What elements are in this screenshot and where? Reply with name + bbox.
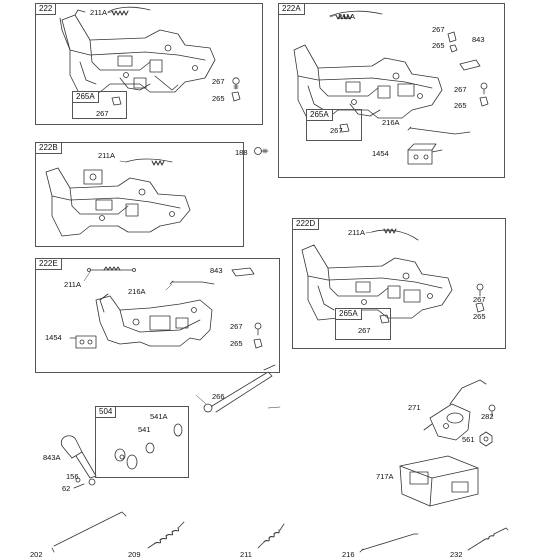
callout-267: 267 (358, 326, 371, 335)
parts-504 (114, 423, 183, 470)
callout-216: 216 (342, 550, 355, 559)
panel-tag-222A: 222A (278, 3, 305, 15)
callout-267: 267 (230, 322, 243, 331)
parts-222A-right (447, 31, 489, 107)
subpanel-tag-265A: 265A (72, 91, 99, 103)
callout-561: 561 (462, 435, 475, 444)
subpanel-265A-222A: 265A (306, 109, 362, 141)
nut-561 (479, 431, 493, 447)
spring-211 (257, 523, 285, 549)
callout-202: 202 (30, 550, 43, 559)
spring-211A-222 (107, 6, 151, 16)
subpanel-tag-265A: 265A (335, 308, 362, 320)
subpanel-tag-265A: 265A (306, 109, 333, 121)
panel-tag-222E: 222E (35, 258, 62, 270)
callout-265: 265 (212, 94, 225, 103)
panel-222B: 222B (35, 142, 244, 247)
spring-211A-222D (371, 228, 419, 241)
callout-265: 265 (230, 339, 243, 348)
callout-216A: 216A (382, 118, 400, 127)
callout-62: 62 (62, 484, 71, 493)
panel-222: 222 265A (35, 3, 263, 125)
callout-188: 188 (235, 148, 248, 157)
callout-266: 266 (212, 392, 225, 401)
callout-843A: 843A (43, 453, 61, 462)
callout-271: 271 (408, 403, 421, 412)
callout-265: 265 (432, 41, 445, 50)
callout-265: 265 (473, 312, 486, 321)
screw-267-222 (232, 77, 240, 90)
clip-267-222A-sub (339, 123, 350, 133)
screw-282 (488, 404, 496, 418)
callout-267: 267 (454, 85, 467, 94)
panel-tag-222B: 222B (35, 142, 62, 154)
callout-267: 267 (330, 126, 343, 135)
part-843-222E (231, 267, 255, 277)
callout-265: 265 (454, 101, 467, 110)
callout-211: 211 (240, 550, 252, 559)
callout-1454: 1454 (45, 333, 62, 342)
panel-tag-222: 222 (35, 3, 57, 15)
panel-tag-222D: 222D (292, 218, 320, 230)
rod-216 (359, 533, 419, 553)
callout-843: 843 (210, 266, 223, 275)
callout-282: 282 (481, 412, 494, 421)
callout-541A: 541A (150, 412, 168, 421)
leader-lines (83, 10, 373, 409)
panel-222D: 222D 265A (292, 218, 506, 349)
panel-504: 504 (95, 406, 189, 478)
callout-211A: 211A (98, 151, 115, 160)
callout-843: 843 (472, 35, 485, 44)
callout-211A: 211A (64, 280, 81, 289)
subpanel-265A-222D: 265A (335, 308, 391, 340)
panel-222A: 222A 265A (278, 3, 505, 178)
callout-211A: 211A (90, 8, 107, 17)
bracket-assembly-222B (45, 167, 191, 237)
parts-222E-right (253, 322, 263, 349)
spring-211A-222B (125, 158, 173, 166)
callout-232: 232 (450, 550, 463, 559)
callout-541: 541 (138, 425, 151, 434)
part-1454-222A (407, 143, 443, 165)
callout-267: 267 (212, 77, 225, 86)
shaft-266 (203, 364, 276, 413)
clip-265-222 (231, 91, 241, 102)
callout-267: 267 (473, 295, 486, 304)
spring-209 (147, 521, 185, 549)
callout-216A: 216A (128, 287, 146, 296)
spring-211A-222A (329, 10, 383, 20)
bracket-assembly-222D (301, 244, 453, 321)
screw-188 (254, 147, 269, 155)
part-1454-222E (69, 335, 97, 349)
callout-209: 209 (128, 550, 141, 559)
subpanel-265A-222: 265A (72, 91, 127, 119)
parts-222D-right (379, 283, 485, 324)
control-assembly-271 (423, 379, 487, 441)
spring-216A-222E (169, 280, 215, 285)
spring-216A-222A (407, 126, 471, 135)
callout-156: 156 (66, 472, 79, 481)
plate-717A (399, 455, 479, 507)
lever-843A (60, 435, 97, 489)
callout-211A: 211A (348, 228, 365, 237)
panel-tag-504: 504 (95, 406, 117, 418)
rod-202 (51, 511, 127, 553)
callout-267: 267 (432, 25, 445, 34)
clip-267-222-sub (111, 96, 122, 106)
callout-717A: 717A (376, 472, 394, 481)
panel-222E: 222E (35, 258, 280, 373)
spring-232 (467, 527, 509, 551)
callout-267: 267 (96, 109, 109, 118)
callout-211A: 211A (338, 12, 355, 21)
bracket-assembly-222E (95, 293, 213, 347)
callout-1454: 1454 (372, 149, 389, 158)
spring-211A-222E (87, 266, 136, 272)
